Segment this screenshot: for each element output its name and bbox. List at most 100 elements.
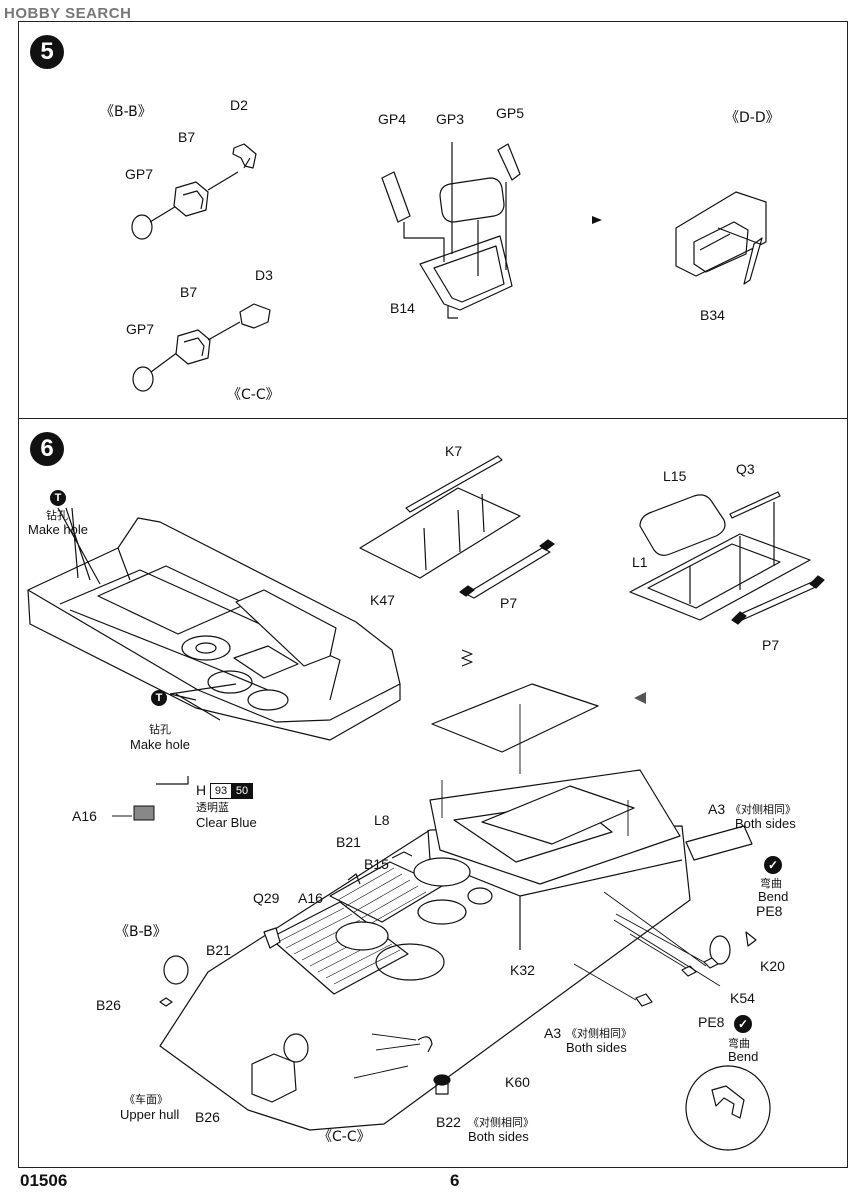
note-b22-cn: 《对侧相同》 xyxy=(468,1116,534,1129)
drill-en-1: Make hole xyxy=(28,522,88,537)
label-b15: B15 xyxy=(364,856,389,872)
label-q3: Q3 xyxy=(736,461,755,477)
label-l1: L1 xyxy=(632,554,648,570)
label-a3-b: A3 xyxy=(544,1025,562,1041)
footer-code: 01506 xyxy=(20,1171,68,1190)
k60-part xyxy=(433,1074,451,1086)
k32-cap xyxy=(467,887,493,905)
drill-icon-2: T xyxy=(151,690,167,706)
label-k60: K60 xyxy=(505,1074,530,1090)
dd-assembly xyxy=(592,191,767,285)
watermark: HOBBY SEARCH xyxy=(4,6,131,21)
watermark-text: HOBBY SEARCH xyxy=(4,5,132,22)
d2-part xyxy=(232,143,257,169)
label-b26-b: B26 xyxy=(195,1109,220,1125)
note-a3-b-cn: 《对侧相同》 xyxy=(566,1027,632,1040)
label-p7-b: P7 xyxy=(762,637,780,653)
paint-num-50: 50 xyxy=(231,783,253,799)
drill-cn-1: 钻孔 xyxy=(46,509,68,522)
label-bb-6: 《B-B》 xyxy=(115,924,167,940)
label-q29: Q29 xyxy=(253,890,280,906)
label-gp7-a: GP7 xyxy=(125,166,154,182)
label-gp3: GP3 xyxy=(436,111,465,127)
step6-panel xyxy=(18,418,848,1168)
label-d2: D2 xyxy=(230,97,248,113)
cc-periscope-assembly xyxy=(132,303,271,392)
label-b7-a: B7 xyxy=(178,129,196,145)
label-b22: B22 xyxy=(436,1114,461,1130)
b34-part xyxy=(743,237,763,285)
note-b22-en: Both sides xyxy=(468,1129,529,1144)
b7-mount-a xyxy=(173,181,209,217)
gp4-glass xyxy=(381,171,411,223)
bend-en-1: Bend xyxy=(758,889,789,904)
label-d3: D3 xyxy=(255,267,273,283)
label-k54: K54 xyxy=(730,990,755,1006)
upper-hull-drawing xyxy=(159,683,757,1131)
l8-cupola xyxy=(413,857,471,887)
label-gp5: GP5 xyxy=(496,105,525,121)
bend-icon-2: ✓ xyxy=(734,1015,752,1033)
l15-hatch xyxy=(639,494,726,556)
gp7-lens-a xyxy=(131,214,153,240)
label-a16: A16 xyxy=(298,890,323,906)
label-k47: K47 xyxy=(370,592,395,608)
k20-part xyxy=(709,935,731,965)
l1-fitted xyxy=(481,785,635,845)
label-gp4: GP4 xyxy=(378,111,407,127)
label-pe8-b: PE8 xyxy=(698,1014,725,1030)
label-cc: 《C-C》 xyxy=(227,387,280,403)
label-k20: K20 xyxy=(760,958,785,974)
label-b34: B34 xyxy=(700,307,725,323)
flow-arrow-b xyxy=(634,692,646,704)
label-b21-b: B21 xyxy=(206,942,231,958)
note-a3-a-en: Both sides xyxy=(735,816,796,831)
label-dd: 《D-D》 xyxy=(725,110,780,126)
label-l15: L15 xyxy=(663,468,687,484)
label-bb: 《B-B》 xyxy=(100,104,152,120)
flow-arrow-a xyxy=(461,649,473,667)
paint-code: H xyxy=(196,782,207,798)
k47-panel-drawing xyxy=(359,455,555,599)
label-a3-a: A3 xyxy=(708,801,726,817)
gp5-glass xyxy=(497,143,521,181)
b14-frame xyxy=(419,235,513,311)
bend-cn-2: 弯曲 xyxy=(728,1037,750,1050)
label-b14: B14 xyxy=(390,300,415,316)
label-b21-a: B21 xyxy=(336,834,361,850)
dd-housing xyxy=(675,191,767,277)
upper-hull-en: Upper hull xyxy=(120,1107,180,1122)
label-k32: K32 xyxy=(510,962,535,978)
b15-ring xyxy=(335,921,389,951)
label-p7-a: P7 xyxy=(500,595,518,611)
p7-rod-a xyxy=(465,547,551,599)
gp3-glass xyxy=(439,177,505,223)
paint-en: Clear Blue xyxy=(196,815,257,830)
drill-cn-2: 钻孔 xyxy=(149,723,171,736)
bend-detail-circle xyxy=(685,1065,771,1151)
label-cc-6: 《C-C》 xyxy=(318,1129,371,1145)
bend-cn-1: 弯曲 xyxy=(760,877,782,890)
paint-num-93: 93 xyxy=(210,783,232,799)
label-k7: K7 xyxy=(445,443,463,459)
paint-cn: 透明蓝 xyxy=(196,801,229,814)
drill-icon-1: T xyxy=(50,490,66,506)
l1-panel-drawing xyxy=(629,491,825,625)
step-6-badge: 6 xyxy=(30,432,64,466)
lower-hull-drawing xyxy=(27,507,401,741)
label-b7-b: B7 xyxy=(180,284,198,300)
hatch-glass-assembly xyxy=(381,142,521,319)
k7-strip xyxy=(405,455,503,513)
upper-hull-cn: 《车面》 xyxy=(124,1093,168,1106)
label-pe8-a: PE8 xyxy=(756,903,783,919)
q3-strip xyxy=(729,491,781,519)
bb-periscope xyxy=(163,955,189,985)
label-gp7-b: GP7 xyxy=(126,321,155,337)
note-a3-b-en: Both sides xyxy=(566,1040,627,1055)
bend-en-2: Bend xyxy=(728,1049,759,1064)
k47-fitted xyxy=(431,683,599,753)
label-l8: L8 xyxy=(374,812,390,828)
a3-right xyxy=(685,825,753,861)
label-b26-a: B26 xyxy=(96,997,121,1013)
